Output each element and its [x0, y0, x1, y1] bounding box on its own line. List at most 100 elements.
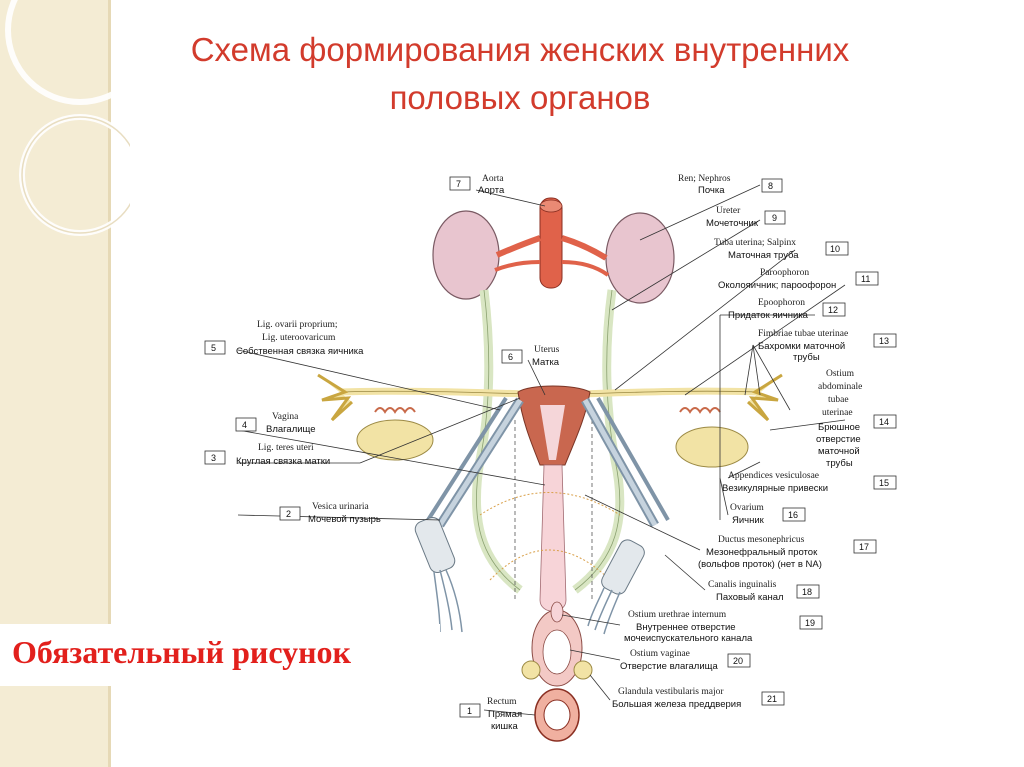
svg-text:Отверстие влагалища: Отверстие влагалища: [620, 661, 718, 672]
svg-text:12: 12: [828, 305, 838, 315]
label-9: 9 Ureter Мочеточник: [706, 206, 786, 229]
anatomy-drawing: [317, 197, 783, 742]
svg-text:трубы: трубы: [793, 352, 820, 363]
svg-text:Ostium vaginae: Ostium vaginae: [630, 649, 690, 659]
callout-box: [0, 624, 440, 686]
svg-text:Uterus: Uterus: [534, 345, 560, 355]
label-12: 12 Epoophoron Придаток яичника: [728, 298, 846, 321]
svg-text:Матка: Матка: [532, 357, 560, 368]
title-line-2: половых органов: [389, 79, 651, 116]
label-15: 15 Appendices vesiculosae Везикулярные п…: [722, 471, 897, 494]
svg-text:Lig. ovarii proprium;: Lig. ovarii proprium;: [257, 320, 337, 330]
svg-text:Яичник: Яичник: [732, 515, 765, 526]
svg-text:Vagina: Vagina: [272, 412, 299, 422]
svg-text:1: 1: [467, 706, 472, 716]
decorative-rings: [5, 0, 130, 236]
label-7: 7 Aorta Аорта: [449, 174, 505, 196]
svg-text:10: 10: [830, 244, 840, 254]
svg-text:трубы: трубы: [826, 458, 853, 469]
svg-text:(вольфов проток) (нет в NA): (вольфов проток) (нет в NA): [698, 559, 822, 570]
right-kidney: [605, 212, 675, 304]
svg-text:9: 9: [772, 213, 777, 223]
label-13: 13 Fimbriae tubae uterinae Бахромки мато…: [758, 329, 897, 363]
svg-text:Ostium urethrae internum: Ostium urethrae internum: [628, 610, 727, 620]
label-18: 18 Canalis inguinalis Паховый канал: [708, 580, 820, 603]
label-14: 14 Ostium abdominale tubae uterinae Брюш…: [816, 369, 897, 469]
svg-text:мочеиспускательного канала: мочеиспускательного канала: [624, 633, 753, 644]
left-ovary: [356, 419, 434, 461]
svg-text:13: 13: [879, 336, 889, 346]
svg-text:отверстие: отверстие: [816, 434, 861, 445]
svg-text:Внутреннее отверстие: Внутреннее отверстие: [636, 622, 736, 633]
rectum: [534, 688, 580, 742]
svg-text:Epoophoron: Epoophoron: [758, 298, 805, 308]
svg-text:Везикулярные привески: Везикулярные привески: [722, 483, 828, 494]
label-1: 1 Rectum Прямая кишка: [459, 697, 522, 732]
svg-text:Околояичник; пароофорон: Околояичник; пароофорон: [718, 280, 836, 291]
svg-text:Влагалище: Влагалище: [266, 424, 316, 435]
svg-text:17: 17: [859, 542, 869, 552]
svg-text:кишка: кишка: [491, 721, 518, 732]
svg-text:Мочеточник: Мочеточник: [706, 218, 759, 229]
svg-text:Ren; Nephros: Ren; Nephros: [678, 174, 731, 184]
label-20: 20 Ostium vaginae Отверстие влагалища: [620, 649, 751, 672]
svg-text:Canalis inguinalis: Canalis inguinalis: [708, 580, 777, 590]
svg-text:Paroophoron: Paroophoron: [760, 268, 809, 278]
svg-text:Круглая связка матки: Круглая связка матки: [236, 456, 330, 467]
svg-text:2: 2: [286, 509, 291, 519]
svg-text:20: 20: [733, 656, 743, 666]
title-line-1: Схема формирования женских внутренних: [190, 31, 850, 68]
aorta: [539, 197, 563, 289]
label-5: 5 Lig. ovarii proprium; Lig. uteroovaric…: [204, 320, 364, 357]
svg-text:Ductus mesonephricus: Ductus mesonephricus: [718, 535, 805, 545]
svg-text:Мезонефральный проток: Мезонефральный проток: [706, 547, 818, 558]
svg-text:Маточная труба: Маточная труба: [728, 250, 799, 261]
svg-text:3: 3: [211, 453, 216, 463]
svg-text:маточной: маточной: [818, 446, 860, 457]
svg-text:uterinae: uterinae: [822, 408, 853, 418]
slide-title: Схема формирования женских внутренних по…: [110, 26, 930, 122]
leader-lines: [237, 184, 846, 716]
svg-text:8: 8: [768, 181, 773, 191]
svg-text:Ostium: Ostium: [826, 369, 855, 379]
required-figure-label: Обязательный рисунок: [12, 634, 351, 670]
label-3: 3 Lig. teres uteri Круглая связка матки: [204, 443, 330, 467]
left-fimbriae: [317, 373, 354, 422]
svg-text:Большая железа преддверия: Большая железа преддверия: [612, 699, 741, 710]
left-kidney: [432, 210, 500, 300]
svg-text:Придаток яичника: Придаток яичника: [728, 310, 809, 321]
vagina: [539, 464, 567, 612]
left-inguinal-canal: [414, 396, 524, 633]
svg-text:15: 15: [879, 478, 889, 488]
svg-text:19: 19: [805, 618, 815, 628]
svg-text:Почка: Почка: [698, 185, 725, 196]
svg-text:Собственная связка яичника: Собственная связка яичника: [236, 346, 364, 357]
right-inguinal-canal: [581, 397, 670, 635]
svg-text:5: 5: [211, 343, 216, 353]
svg-text:Tuba uterina; Salpinx: Tuba uterina; Salpinx: [714, 238, 796, 248]
svg-text:Брюшное: Брюшное: [818, 422, 860, 433]
label-2: 2 Vesica urinaria Мочевой пузырь: [279, 502, 381, 525]
svg-text:Бахромки маточной: Бахромки маточной: [758, 341, 845, 352]
svg-text:Aorta: Aorta: [482, 174, 504, 184]
label-21: 21 Glandula vestibularis major Большая ж…: [612, 687, 785, 710]
svg-text:Rectum: Rectum: [487, 697, 517, 707]
svg-text:6: 6: [508, 352, 513, 362]
svg-text:Fimbriae tubae uterinae: Fimbriae tubae uterinae: [758, 329, 848, 339]
label-4: 4 Vagina Влагалище: [235, 412, 316, 435]
label-16: 16 Ovarium Яичник: [730, 503, 806, 526]
right-fimbriae: [746, 373, 783, 422]
right-mesonephric-duct: [572, 289, 625, 594]
side-strip-edge: [108, 0, 111, 767]
label-6: 6 Uterus Матка: [501, 345, 560, 368]
label-19: 19 Ostium urethrae internum Внутреннее о…: [624, 610, 823, 644]
svg-text:Glandula vestibularis major: Glandula vestibularis major: [618, 687, 724, 697]
svg-text:tubae: tubae: [828, 395, 849, 405]
svg-text:21: 21: [767, 694, 777, 704]
svg-text:Lig. teres uteri: Lig. teres uteri: [258, 443, 314, 453]
svg-text:Lig. uteroovaricum: Lig. uteroovaricum: [262, 333, 336, 343]
svg-text:Appendices vesiculosae: Appendices vesiculosae: [728, 471, 819, 481]
svg-text:Ureter: Ureter: [716, 206, 741, 216]
